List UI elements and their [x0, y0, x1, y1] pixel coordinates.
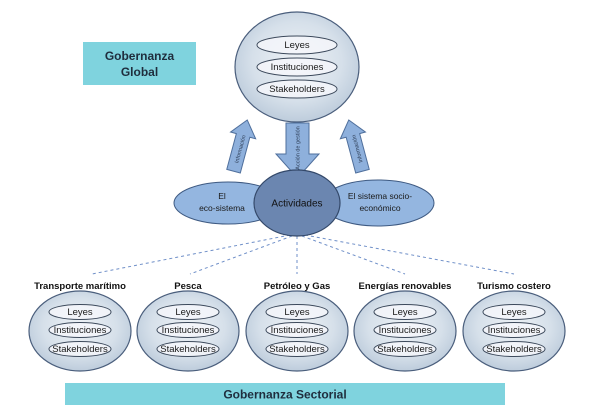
- sector-title: Turismo costero: [477, 281, 551, 292]
- socio-line1: El sistema socio-: [348, 191, 412, 201]
- global-governance-box: Gobernanza Global: [83, 42, 196, 85]
- activities-ellipse: Actividades: [253, 169, 341, 237]
- sector-item-leyes: Leyes: [392, 307, 418, 318]
- connector-pesca: [189, 235, 293, 275]
- sector-item-instituciones: Instituciones: [379, 325, 432, 336]
- sector-pill: [482, 341, 546, 357]
- sector-pill: [156, 341, 220, 357]
- global-pill-leyes: [256, 35, 338, 55]
- connector-transporte: [91, 234, 291, 275]
- sector-item-stakeholders: Stakeholders: [52, 344, 108, 355]
- sector-item-instituciones: Instituciones: [162, 325, 215, 336]
- global-item-instituciones: Instituciones: [271, 62, 324, 73]
- sector-0: Transporte marítimoLeyesInstitucionesSta…: [28, 281, 132, 372]
- right-up-arrow: Información: [339, 119, 370, 174]
- sector-item-stakeholders: Stakeholders: [377, 344, 433, 355]
- global-ellipse: Leyes Instituciones Stakeholders: [234, 11, 360, 123]
- sector-title: Energías renovables: [359, 281, 452, 292]
- global-box-line1: Gobernanza: [105, 49, 175, 63]
- sectorial-governance-box: Gobernanza Sectorial: [65, 383, 505, 405]
- sector-pill: [265, 304, 329, 320]
- socio-economic-ellipse: El sistema socio- económico: [321, 179, 435, 227]
- sector-pill: [373, 322, 437, 338]
- sector-title: Transporte marítimo: [34, 281, 126, 292]
- sector-item-instituciones: Instituciones: [488, 325, 541, 336]
- sectors: Transporte marítimoLeyesInstitucionesSta…: [28, 281, 566, 372]
- sector-pill: [482, 304, 546, 320]
- connector-turismo: [304, 234, 515, 275]
- socio-line2: económico: [359, 203, 400, 213]
- global-item-stakeholders: Stakeholders: [269, 84, 325, 95]
- eco-line2: eco-sistema: [199, 203, 245, 213]
- sectorial-box-label: Gobernanza Sectorial: [223, 388, 346, 402]
- global-pill-instituciones: [256, 57, 338, 77]
- sector-pill: [156, 304, 220, 320]
- sector-title: Pesca: [174, 281, 202, 292]
- sector-item-stakeholders: Stakeholders: [160, 344, 216, 355]
- sector-pill: [373, 304, 437, 320]
- middle-down-arrow: Acción de gestión: [274, 122, 321, 179]
- sector-pill: [48, 322, 112, 338]
- sector-title: Petróleo y Gas: [264, 281, 331, 292]
- sector-pill: [373, 341, 437, 357]
- dashed-connectors: [91, 234, 515, 275]
- sector-pill: [48, 341, 112, 357]
- sector-item-instituciones: Instituciones: [54, 325, 107, 336]
- sector-pill: [265, 341, 329, 357]
- sector-pill: [48, 304, 112, 320]
- connector-energias: [301, 235, 406, 275]
- sector-pill: [482, 322, 546, 338]
- sector-item-leyes: Leyes: [501, 307, 527, 318]
- sector-4: Turismo costeroLeyesInstitucionesStakeho…: [462, 281, 566, 372]
- sector-item-leyes: Leyes: [284, 307, 310, 318]
- global-item-leyes: Leyes: [284, 40, 310, 51]
- sector-2: Petróleo y GasLeyesInstitucionesStakehol…: [245, 281, 349, 372]
- middle-arrow-label: Acción de gestión: [296, 126, 302, 169]
- sector-3: Energías renovablesLeyesInstitucionesSta…: [353, 281, 457, 372]
- global-box-line2: Global: [121, 65, 158, 79]
- sector-item-stakeholders: Stakeholders: [486, 344, 542, 355]
- sector-pill: [156, 322, 220, 338]
- activities-label: Actividades: [271, 199, 322, 210]
- sector-item-leyes: Leyes: [175, 307, 201, 318]
- sector-pill: [265, 322, 329, 338]
- sector-item-instituciones: Instituciones: [271, 325, 324, 336]
- sector-item-leyes: Leyes: [67, 307, 93, 318]
- sector-item-stakeholders: Stakeholders: [269, 344, 325, 355]
- eco-line1: El: [218, 191, 226, 201]
- left-up-arrow: Información: [226, 119, 257, 174]
- global-pill-stakeholders: [256, 79, 338, 99]
